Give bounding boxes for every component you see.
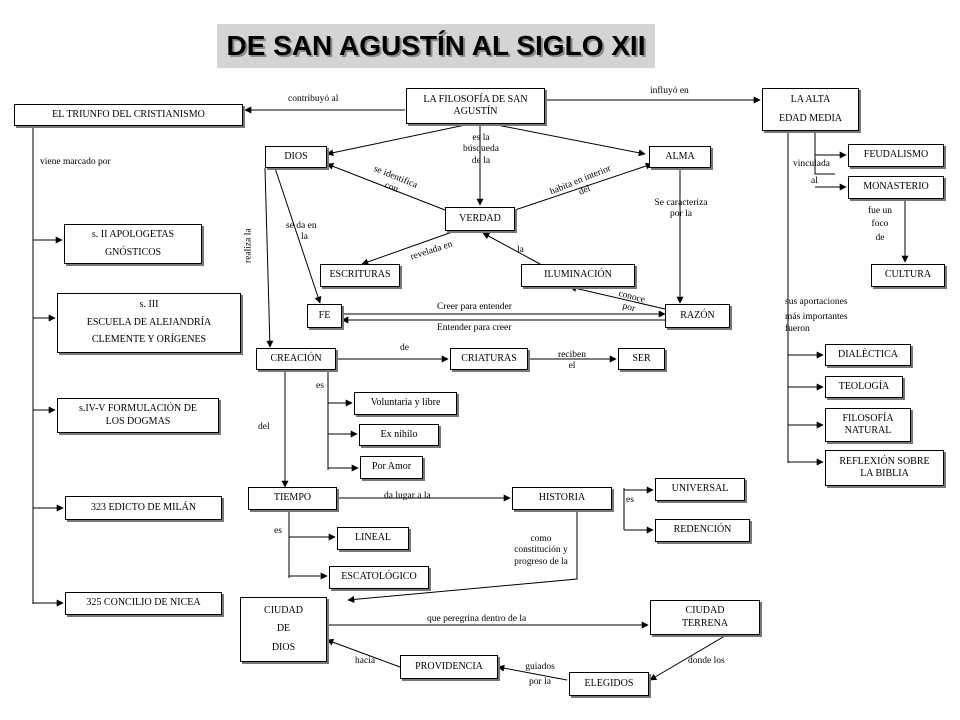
label-es-tiempo: es: [274, 526, 282, 536]
node-edicto-milan: 323 EDICTO DE MILÁN: [65, 496, 222, 520]
label-como-constitucion: como constitución y progreso de la: [514, 534, 568, 567]
node-dialectica: DIALÉCTICA: [825, 344, 911, 366]
node-fe: FE: [307, 304, 342, 328]
connector-feudal-monasterio: [814, 131, 835, 175]
node-elegidos: ELEGIDOS: [569, 672, 649, 696]
arrow-dios-fe: [274, 167, 322, 304]
arrow-dios-creacion: [264, 167, 274, 348]
node-triunfo-cristianismo: EL TRIUNFO DEL CRISTIANISMO: [14, 104, 243, 126]
node-lineal: LINEAL: [337, 527, 409, 550]
label-influyo-en: influyó en: [650, 86, 689, 96]
label-es-historia: es: [626, 495, 634, 505]
label-se-caracteriza: Se caracteriza por la: [654, 198, 708, 220]
arrow-filosofia-dios: [326, 123, 471, 157]
arrow-verdad-alma: [514, 162, 653, 211]
label-fue-un-foco: fue un foco de: [867, 206, 892, 243]
label-que-peregrina: que peregrina dentro de la: [427, 614, 527, 624]
label-la: la: [517, 245, 524, 255]
node-universal: UNIVERSAL: [655, 478, 745, 501]
node-por-amor: Por Amor: [360, 456, 423, 479]
title-banner: DE SAN AGUSTÍN AL SIGLO XII: [217, 24, 655, 68]
node-criaturas: CRIATURAS: [450, 348, 528, 370]
arrow-filosofia-alma: [491, 123, 646, 157]
node-iluminacion: ILUMINACIÓN: [521, 264, 635, 287]
node-monasterio: MONASTERIO: [848, 176, 944, 199]
label-se-da-en-la: se da en la: [286, 221, 317, 243]
label-vinculada-al: vinculada al: [793, 159, 830, 187]
node-ser: SER: [618, 348, 665, 370]
node-historia: HISTORIA: [512, 487, 612, 510]
node-teologia: TEOLOGÍA: [825, 376, 903, 398]
node-providencia: PROVIDENCIA: [400, 655, 498, 679]
label-donde-los: donde los: [688, 656, 725, 666]
arrow-verdad-escrituras: [361, 230, 456, 266]
node-voluntaria-libre: Voluntaria y libre: [354, 392, 457, 415]
node-redencion: REDENCIÓN: [655, 519, 750, 542]
label-sus-aportaciones: sus aportaciones más importantes fueron: [785, 297, 848, 334]
node-ex-nihilo: Ex nihilo: [359, 424, 439, 446]
node-concilio-nicea: 325 CONCILIO DE NICEA: [65, 592, 222, 615]
node-razon: RAZÓN: [665, 304, 730, 328]
arrow-iluminacion-verdad: [482, 232, 541, 265]
label-es-creacion: es: [316, 381, 324, 391]
label-guiados-por-la: guiados por la: [525, 662, 555, 688]
arrow-providencia-ciudad-dios: [326, 638, 401, 668]
label-realiza-la: realiza la: [243, 228, 254, 263]
arrow-elegidos-providencia: [497, 664, 568, 681]
arrow-verdad-dios: [326, 163, 446, 211]
arrow-historia-ciudad-dios: [347, 510, 578, 603]
node-escrituras: ESCRITURAS: [320, 264, 400, 287]
label-reciben-el: reciben el: [558, 350, 586, 372]
label-da-lugar-a-la: da lugar a la: [384, 491, 431, 501]
node-escatologico: ESCATOLÓGICO: [329, 566, 429, 589]
label-del: del: [258, 422, 270, 432]
page-title: DE SAN AGUSTÍN AL SIGLO XII: [226, 30, 646, 61]
node-filosofia-san-agustin: LA FILOSOFÍA DE SAN AGUSTÍN: [406, 88, 545, 124]
label-de: de: [400, 343, 409, 353]
label-hacia: hacia: [355, 656, 376, 666]
node-verdad: VERDAD: [445, 207, 515, 231]
node-tiempo: TIEMPO: [248, 487, 337, 510]
label-viene-marcado-por: viene marcado por: [40, 157, 111, 167]
arrow-terrena-elegidos: [649, 629, 736, 681]
label-entender-para-creer: Entender para creer: [437, 323, 512, 333]
label-creer-para-entender: Creer para entender: [437, 302, 512, 312]
node-feudalismo: FEUDALISMO: [848, 144, 944, 167]
node-creacion: CREACIÓN: [256, 348, 336, 370]
arrow-razon-iluminacion: [569, 285, 666, 310]
node-cultura: CULTURA: [871, 264, 945, 287]
label-contribuyo-al: contribuyó al: [288, 94, 339, 104]
node-dios: DIOS: [265, 146, 327, 168]
label-es-la-busqueda: es la búsqueda de la: [463, 133, 499, 166]
node-alma: ALMA: [649, 146, 711, 168]
